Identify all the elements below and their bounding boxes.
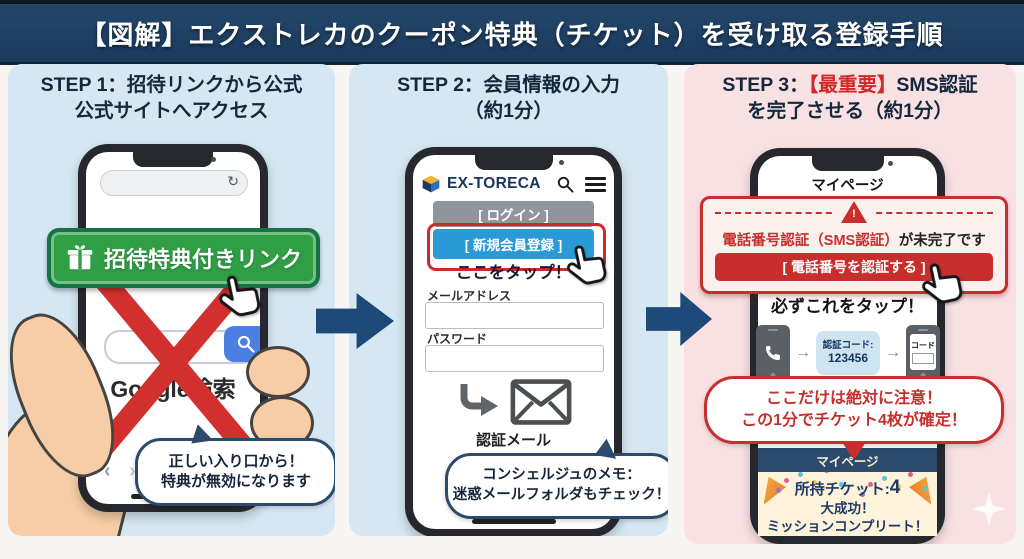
bubble-tail — [594, 437, 620, 459]
alert-text-rest: が未完了です — [898, 233, 986, 249]
site-header: EX-TORECA — [421, 173, 606, 195]
register-button[interactable]: [ 新規会員登録 ] — [433, 229, 594, 259]
calling-phone-icon — [756, 325, 790, 381]
brand-cube-icon — [422, 175, 440, 193]
code-input[interactable] — [912, 353, 934, 364]
phone-camera — [888, 161, 893, 166]
step3-title-line1: STEP 3：【最重要】SMS認証 — [684, 73, 1016, 99]
code-field-label: コード — [911, 341, 935, 350]
email-input[interactable] — [425, 302, 604, 329]
alert-text-highlight: 電話番号認証（SMS認証） — [722, 233, 899, 249]
refresh-icon[interactable]: ↻ — [227, 173, 239, 189]
envelope-icon — [510, 379, 571, 425]
step2-phone: EX-TORECA [ ログイン ] [ 新規会員登録 ] ここをタップ！ メー… — [405, 147, 622, 536]
step1-bubble-line2: 特典が無効になります — [160, 473, 311, 490]
back-icon[interactable]: ‹ — [104, 460, 111, 482]
bubble-tail — [188, 422, 214, 444]
step2-bubble-line1: コンシェルジュのメモ： — [482, 467, 641, 484]
forward-icon[interactable]: › — [129, 460, 136, 482]
step3-title-line2: を完了させる（約1分） — [747, 99, 953, 122]
step1-title: STEP 1：招待リンクから公式 公式サイトへアクセス — [8, 73, 335, 124]
address-bar[interactable]: ↻ — [100, 170, 248, 196]
handset-icon — [765, 345, 781, 361]
arrow-right-icon: → — [795, 344, 811, 361]
step3-panel: STEP 3：【最重要】SMS認証 を完了させる（約1分） マイページ マイペー… — [684, 64, 1016, 544]
alert-text: 電話番号認証（SMS認証）が未完了です — [703, 229, 1005, 250]
step3-title-important: 【最重要】 — [808, 74, 897, 96]
step1-caution-bubble: 正しい入り口から！ 特典が無効になります — [135, 422, 335, 506]
step2-title: STEP 2：会員情報の入力 （約1分） — [349, 73, 668, 124]
sms-code-label: 認証コード: — [822, 339, 874, 351]
phone-notch — [811, 156, 884, 171]
password-input[interactable] — [425, 345, 604, 372]
step2-panel: STEP 2：会員情報の入力 （約1分） EX-TORECA [ ログ — [349, 64, 668, 536]
phone-camera — [211, 157, 216, 162]
hand-cursor-icon — [922, 263, 963, 304]
mypage-label: マイページ — [811, 178, 884, 194]
gift-icon — [67, 245, 93, 270]
step2-bubble-line2: 迷惑メールフォルダもチェック！ — [452, 487, 668, 503]
confetti — [784, 478, 789, 483]
email-label: メールアドレス — [427, 289, 512, 303]
step1-title-line2: 公式サイトへアクセス — [74, 99, 269, 122]
sms-alert-box: ! 電話番号認証（SMS認証）が未完了です [ 電話番号を認証する ] — [700, 196, 1008, 294]
auth-mail-row — [405, 379, 622, 425]
warning-line1: ここだけは絶対に注意！ — [765, 390, 942, 408]
phone-notch — [133, 152, 213, 167]
step3-title-rest: SMS認証 — [896, 74, 978, 96]
brand-name: EX-TORECA — [447, 175, 541, 192]
tickets-label: 所持チケット: — [794, 480, 890, 498]
home-indicator — [471, 519, 556, 524]
success-line2: ミッションコンプリート！ — [766, 518, 929, 534]
confetti — [868, 482, 873, 487]
warning-mark: ! — [852, 208, 856, 220]
step3-title: STEP 3：【最重要】SMS認証 を完了させる（約1分） — [684, 73, 1016, 124]
hand-cursor-icon — [566, 245, 607, 285]
step1-title-line1: STEP 1：招待リンクから公式 — [40, 74, 303, 96]
magnifier-icon — [237, 335, 255, 353]
step3-warning-bubble: ここだけは絶対に注意！ この1分でチケット4枚が確定！ — [704, 376, 1004, 460]
page-title: 【図解】エクストレカのクーポン特典（チケット）を受け取る登録手順 — [80, 19, 944, 50]
phone-notch — [474, 155, 553, 170]
arrow-right-icon: → — [885, 344, 901, 361]
search-icon[interactable] — [556, 175, 575, 194]
warning-bubble-tail — [842, 442, 866, 460]
code-entry-screen: コード — [910, 334, 936, 370]
register-highlight-outline — [427, 223, 606, 271]
step1-panel: STEP 1：招待リンクから公式 公式サイトへアクセス Google検索 — [8, 64, 335, 536]
success-line1: 大成功！ — [820, 501, 875, 516]
password-label: パスワード — [427, 332, 488, 346]
menu-icon[interactable] — [585, 176, 606, 192]
invite-link-button[interactable]: 招待特典付きリンク — [47, 228, 320, 288]
sparkle-decoration — [972, 492, 1006, 526]
sms-code-bubble: 認証コード: 123456 — [816, 331, 880, 375]
tap-here-label: ここをタップ！ — [455, 264, 572, 282]
success-message: 大成功！ ミッションコンプリート！ — [758, 500, 937, 535]
code-entry-phone-icon: コード — [906, 325, 940, 381]
warning-line2: この1分でチケット4枚が確定！ — [741, 412, 967, 429]
step2-memo-bubble: コンシェルジュのメモ： 迷惑メールフォルダもチェック！ — [445, 437, 668, 519]
result-panel: 所持チケット:4 大成功！ ミッションコンプリート！ — [758, 472, 937, 536]
sms-code-value: 123456 — [827, 350, 869, 365]
sms-flow-row: → 認証コード: 123456 → コード — [756, 322, 940, 384]
phone-camera — [559, 160, 564, 165]
step1-bubble-line1: 正しい入り口から！ — [168, 452, 304, 470]
bent-arrow-icon — [460, 384, 498, 416]
auth-mail-label: 認証メール — [475, 432, 551, 449]
step2-title-line2: （約1分） — [464, 99, 553, 122]
hand-finger-1 — [246, 346, 310, 398]
tickets-line: 所持チケット:4 — [758, 477, 937, 499]
tickets-count: 4 — [889, 477, 901, 498]
step2-title-line1: STEP 2：会員情報の入力 — [397, 74, 620, 96]
header-banner: 【図解】エクストレカのクーポン特典（チケット）を受け取る登録手順 — [0, 0, 1024, 65]
must-tap-label: 必ずこれをタップ！ — [771, 297, 924, 316]
login-button[interactable]: [ ログイン ] — [433, 201, 594, 227]
step3-title-prefix: STEP 3： — [722, 74, 809, 96]
hand-cursor-icon — [219, 275, 261, 317]
invite-link-label: 招待特典付きリンク — [103, 247, 302, 272]
